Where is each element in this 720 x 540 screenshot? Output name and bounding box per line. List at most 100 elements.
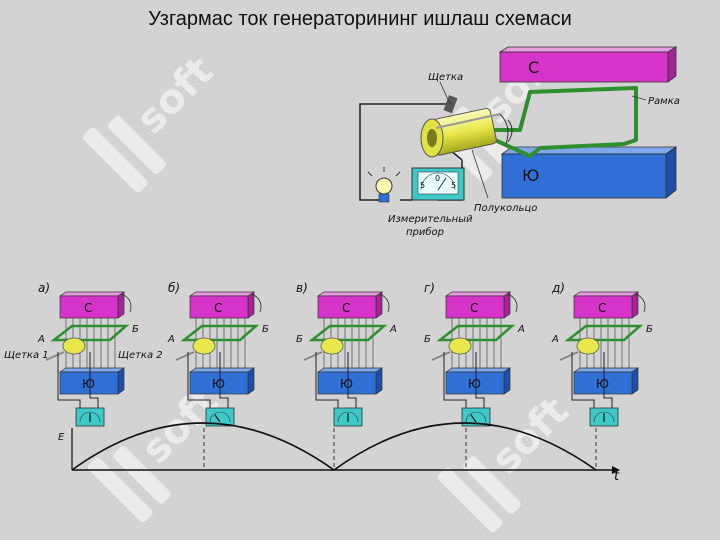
coil-side-left-label: Б (424, 334, 431, 345)
magnet-north-side (247, 291, 255, 319)
stage-label: д) (551, 281, 565, 295)
rotation-arrow (635, 293, 646, 313)
brush-2-label: Щетка 2 (118, 350, 163, 361)
time-axis-arrow (612, 466, 620, 474)
stage-label: г) (424, 281, 435, 295)
magnet-north-top (188, 291, 256, 297)
magnet-south-side (117, 367, 125, 395)
stage-label: а) (38, 281, 50, 295)
magnet-north (573, 295, 633, 319)
emf-label: Е (58, 432, 65, 443)
magnet-south-label: Ю (82, 377, 95, 391)
magnet-south (189, 371, 249, 395)
page-title: Узгармас ток генераторининг ишлаш схемас… (148, 8, 572, 30)
magnet-north-side (631, 291, 639, 319)
shaft (431, 351, 451, 361)
coil-side-right-label: А (517, 324, 525, 335)
commutator (62, 337, 86, 355)
meter-scale (593, 411, 615, 423)
commutator (320, 337, 344, 355)
magnet-south-label: Ю (212, 377, 225, 391)
magnet-south-top (444, 367, 512, 373)
magnet-south (317, 371, 377, 395)
circuit-wire (443, 352, 485, 408)
shaft (559, 351, 579, 361)
meter-label-line1: Измерительный (388, 214, 473, 225)
brush-1-label: Щетка 1 (4, 350, 49, 361)
commutator (448, 337, 472, 355)
watermark-mark: soft (82, 48, 222, 193)
magnet-north-top (58, 291, 126, 297)
rotation-arrow (379, 293, 390, 313)
rotation-arrow (507, 119, 513, 143)
magnet-north-label: С (470, 301, 478, 315)
watermark-mark: soft (437, 388, 578, 533)
coil (308, 324, 388, 342)
magnet-north-side (375, 291, 383, 319)
commutator (192, 337, 216, 355)
magnet-north-side (117, 291, 125, 319)
time-axis-label: t (614, 469, 620, 484)
magnet-north-label: С (342, 301, 350, 315)
coil (564, 324, 644, 342)
magnet-south-side (375, 367, 383, 395)
main-generator: С Ю (359, 46, 680, 238)
magnet-north (59, 295, 119, 319)
stage-label: в) (296, 281, 308, 295)
coil-side-right-label: Б (262, 324, 269, 335)
brush-label: Щетка (428, 72, 463, 83)
magnet-south-top (188, 367, 256, 373)
magnet-south-top (316, 367, 384, 373)
magnet-south (59, 371, 119, 395)
commutator (576, 337, 600, 355)
magnet-north-side (503, 291, 511, 319)
lamp (367, 167, 401, 203)
meter-scale (337, 411, 359, 423)
coil-side-left-label: А (551, 334, 559, 345)
brush (443, 95, 458, 114)
coil-side-right-label: Б (132, 324, 139, 335)
magnet-south-label: Ю (468, 377, 481, 391)
shaft (303, 351, 323, 361)
magnet-north (317, 295, 377, 319)
magnet-south (445, 371, 505, 395)
rotation-arrow (251, 293, 262, 313)
magnet-north-label: С (528, 58, 539, 77)
meter (461, 407, 491, 427)
rotation-arrow (507, 293, 518, 313)
circuit-wire (571, 352, 613, 408)
coil-side-right-label: А (389, 324, 397, 335)
half-ring-label: Полукольцо (474, 203, 537, 214)
magnet-north (445, 295, 505, 319)
watermark-text: soft (483, 388, 578, 483)
magnet-north-top (316, 291, 384, 297)
coil (436, 324, 516, 342)
magnet-north-top (444, 291, 512, 297)
meter-needle (470, 414, 477, 423)
coil-side-left-label: А (167, 334, 175, 345)
coil (50, 324, 130, 342)
magnet-south-label: Ю (340, 377, 353, 391)
meter-scale (465, 411, 487, 423)
stage-markers (203, 428, 597, 470)
waveform-graph: t (71, 422, 620, 484)
watermark-group: soft soft soft soft (82, 38, 578, 533)
meter (205, 407, 235, 427)
magnet-south-side (247, 367, 255, 395)
meter-needle (214, 414, 221, 423)
magnet-south-top (572, 367, 640, 373)
magnet-south-label: Ю (522, 166, 539, 185)
coil (180, 324, 260, 342)
shaft (175, 351, 195, 361)
magnet-south (573, 371, 633, 395)
frame-label: Рамка (648, 96, 680, 107)
coil-side-right-label: Б (646, 324, 653, 335)
stage-4: г) С Ю Б А (424, 281, 525, 427)
magnet-north: С (498, 46, 678, 83)
